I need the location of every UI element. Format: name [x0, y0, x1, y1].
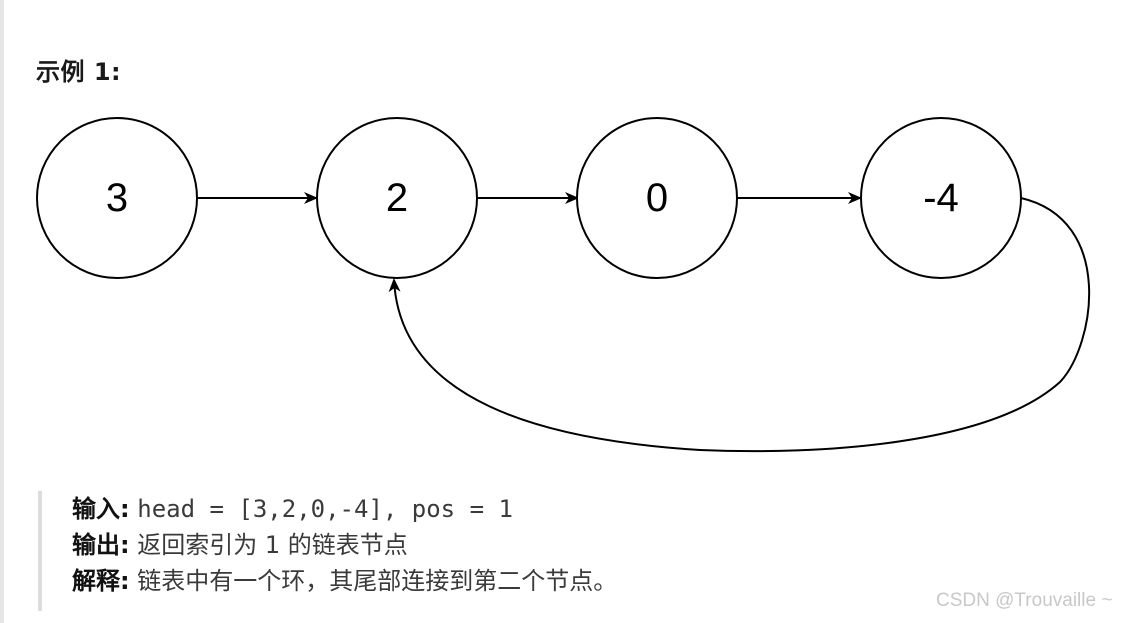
- output-value: 返回索引为 1 的链表节点: [137, 531, 408, 559]
- output-label: 输出:: [72, 531, 130, 559]
- edge-cycle-n3-n1: [388, 197, 1091, 453]
- list-node: 2: [316, 117, 478, 279]
- output-line: 输出: 返回索引为 1 的链表节点: [72, 527, 838, 563]
- list-node: 3: [36, 117, 198, 279]
- explanation-block: 输入: head = [3,2,0,-4], pos = 1 输出: 返回索引为…: [38, 491, 838, 611]
- watermark: CSDN @Trouvaille ~: [936, 590, 1113, 611]
- node-value: 0: [646, 176, 668, 220]
- explain-value: 链表中有一个环，其尾部连接到第二个节点。: [137, 567, 618, 595]
- list-node: -4: [860, 117, 1022, 279]
- explain-line: 解释: 链表中有一个环，其尾部连接到第二个节点。: [72, 563, 838, 599]
- input-value: head = [3,2,0,-4], pos = 1: [137, 495, 513, 523]
- input-line: 输入: head = [3,2,0,-4], pos = 1: [72, 491, 838, 527]
- list-node: 0: [576, 117, 738, 279]
- node-value: 3: [106, 176, 128, 220]
- node-value: -4: [923, 176, 959, 220]
- left-rule: [0, 0, 4, 623]
- explain-label: 解释:: [72, 567, 130, 595]
- node-value: 2: [386, 176, 408, 220]
- input-label: 输入:: [72, 495, 130, 523]
- example-title: 示例 1:: [36, 58, 122, 86]
